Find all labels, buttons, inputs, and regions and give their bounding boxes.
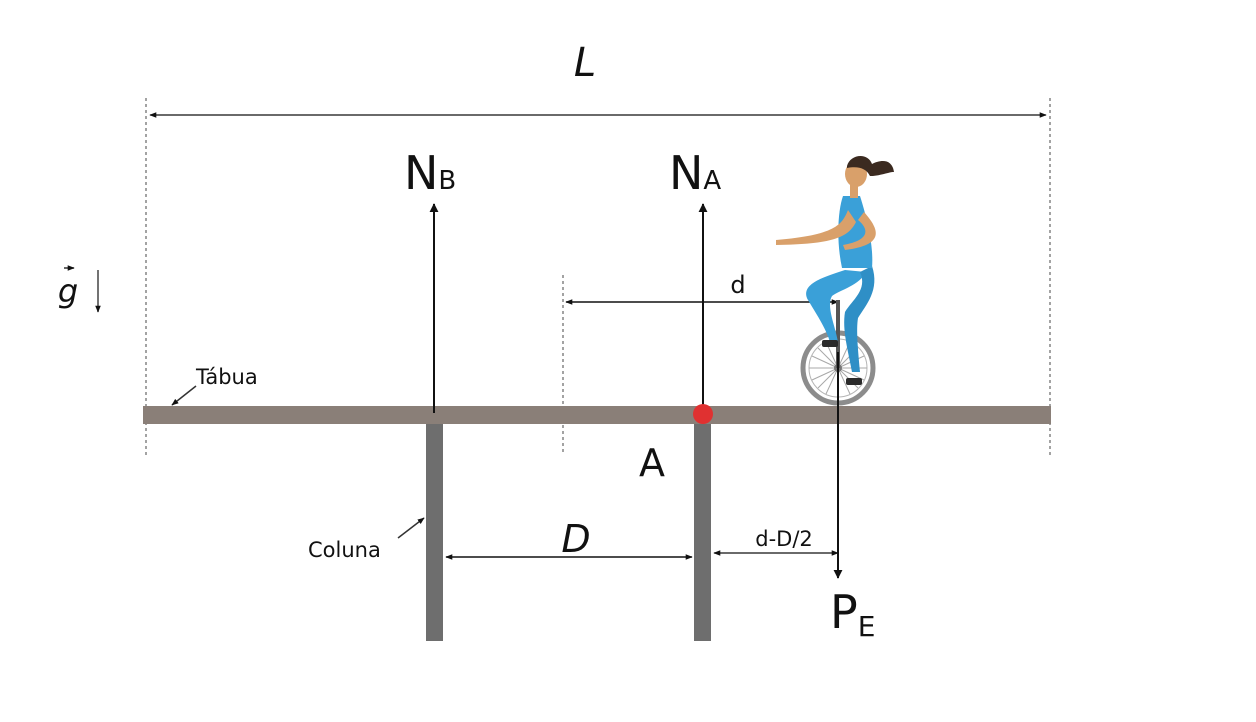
unicycle-rider-illustration	[776, 155, 894, 406]
normal-B-label: NB	[404, 146, 456, 200]
normal-A-label: NA	[669, 146, 721, 200]
offset-label: d-D/2	[755, 527, 813, 551]
point-A-marker	[693, 404, 713, 424]
column-B	[426, 423, 443, 641]
board	[143, 406, 1051, 424]
gravity-label: g	[58, 272, 78, 310]
normal-A-main: N	[669, 146, 703, 200]
point-A-label: A	[639, 441, 665, 485]
board-pointer-arrow	[171, 385, 197, 406]
distance-d-label: d	[730, 271, 745, 299]
weight-subscript: E	[858, 610, 876, 643]
normal-A-subscript: A	[703, 166, 721, 196]
normal-B-subscript: B	[438, 166, 456, 196]
column-pointer-arrow	[397, 517, 425, 539]
weight-label: PE	[830, 585, 875, 643]
board-label: Tábua	[195, 365, 258, 389]
normal-B-main: N	[404, 146, 438, 200]
column-A	[694, 423, 711, 641]
distance-D-label: D	[561, 517, 590, 561]
length-L-label: L	[574, 40, 596, 86]
weight-main: P	[830, 585, 858, 639]
column-label: Coluna	[308, 538, 381, 562]
